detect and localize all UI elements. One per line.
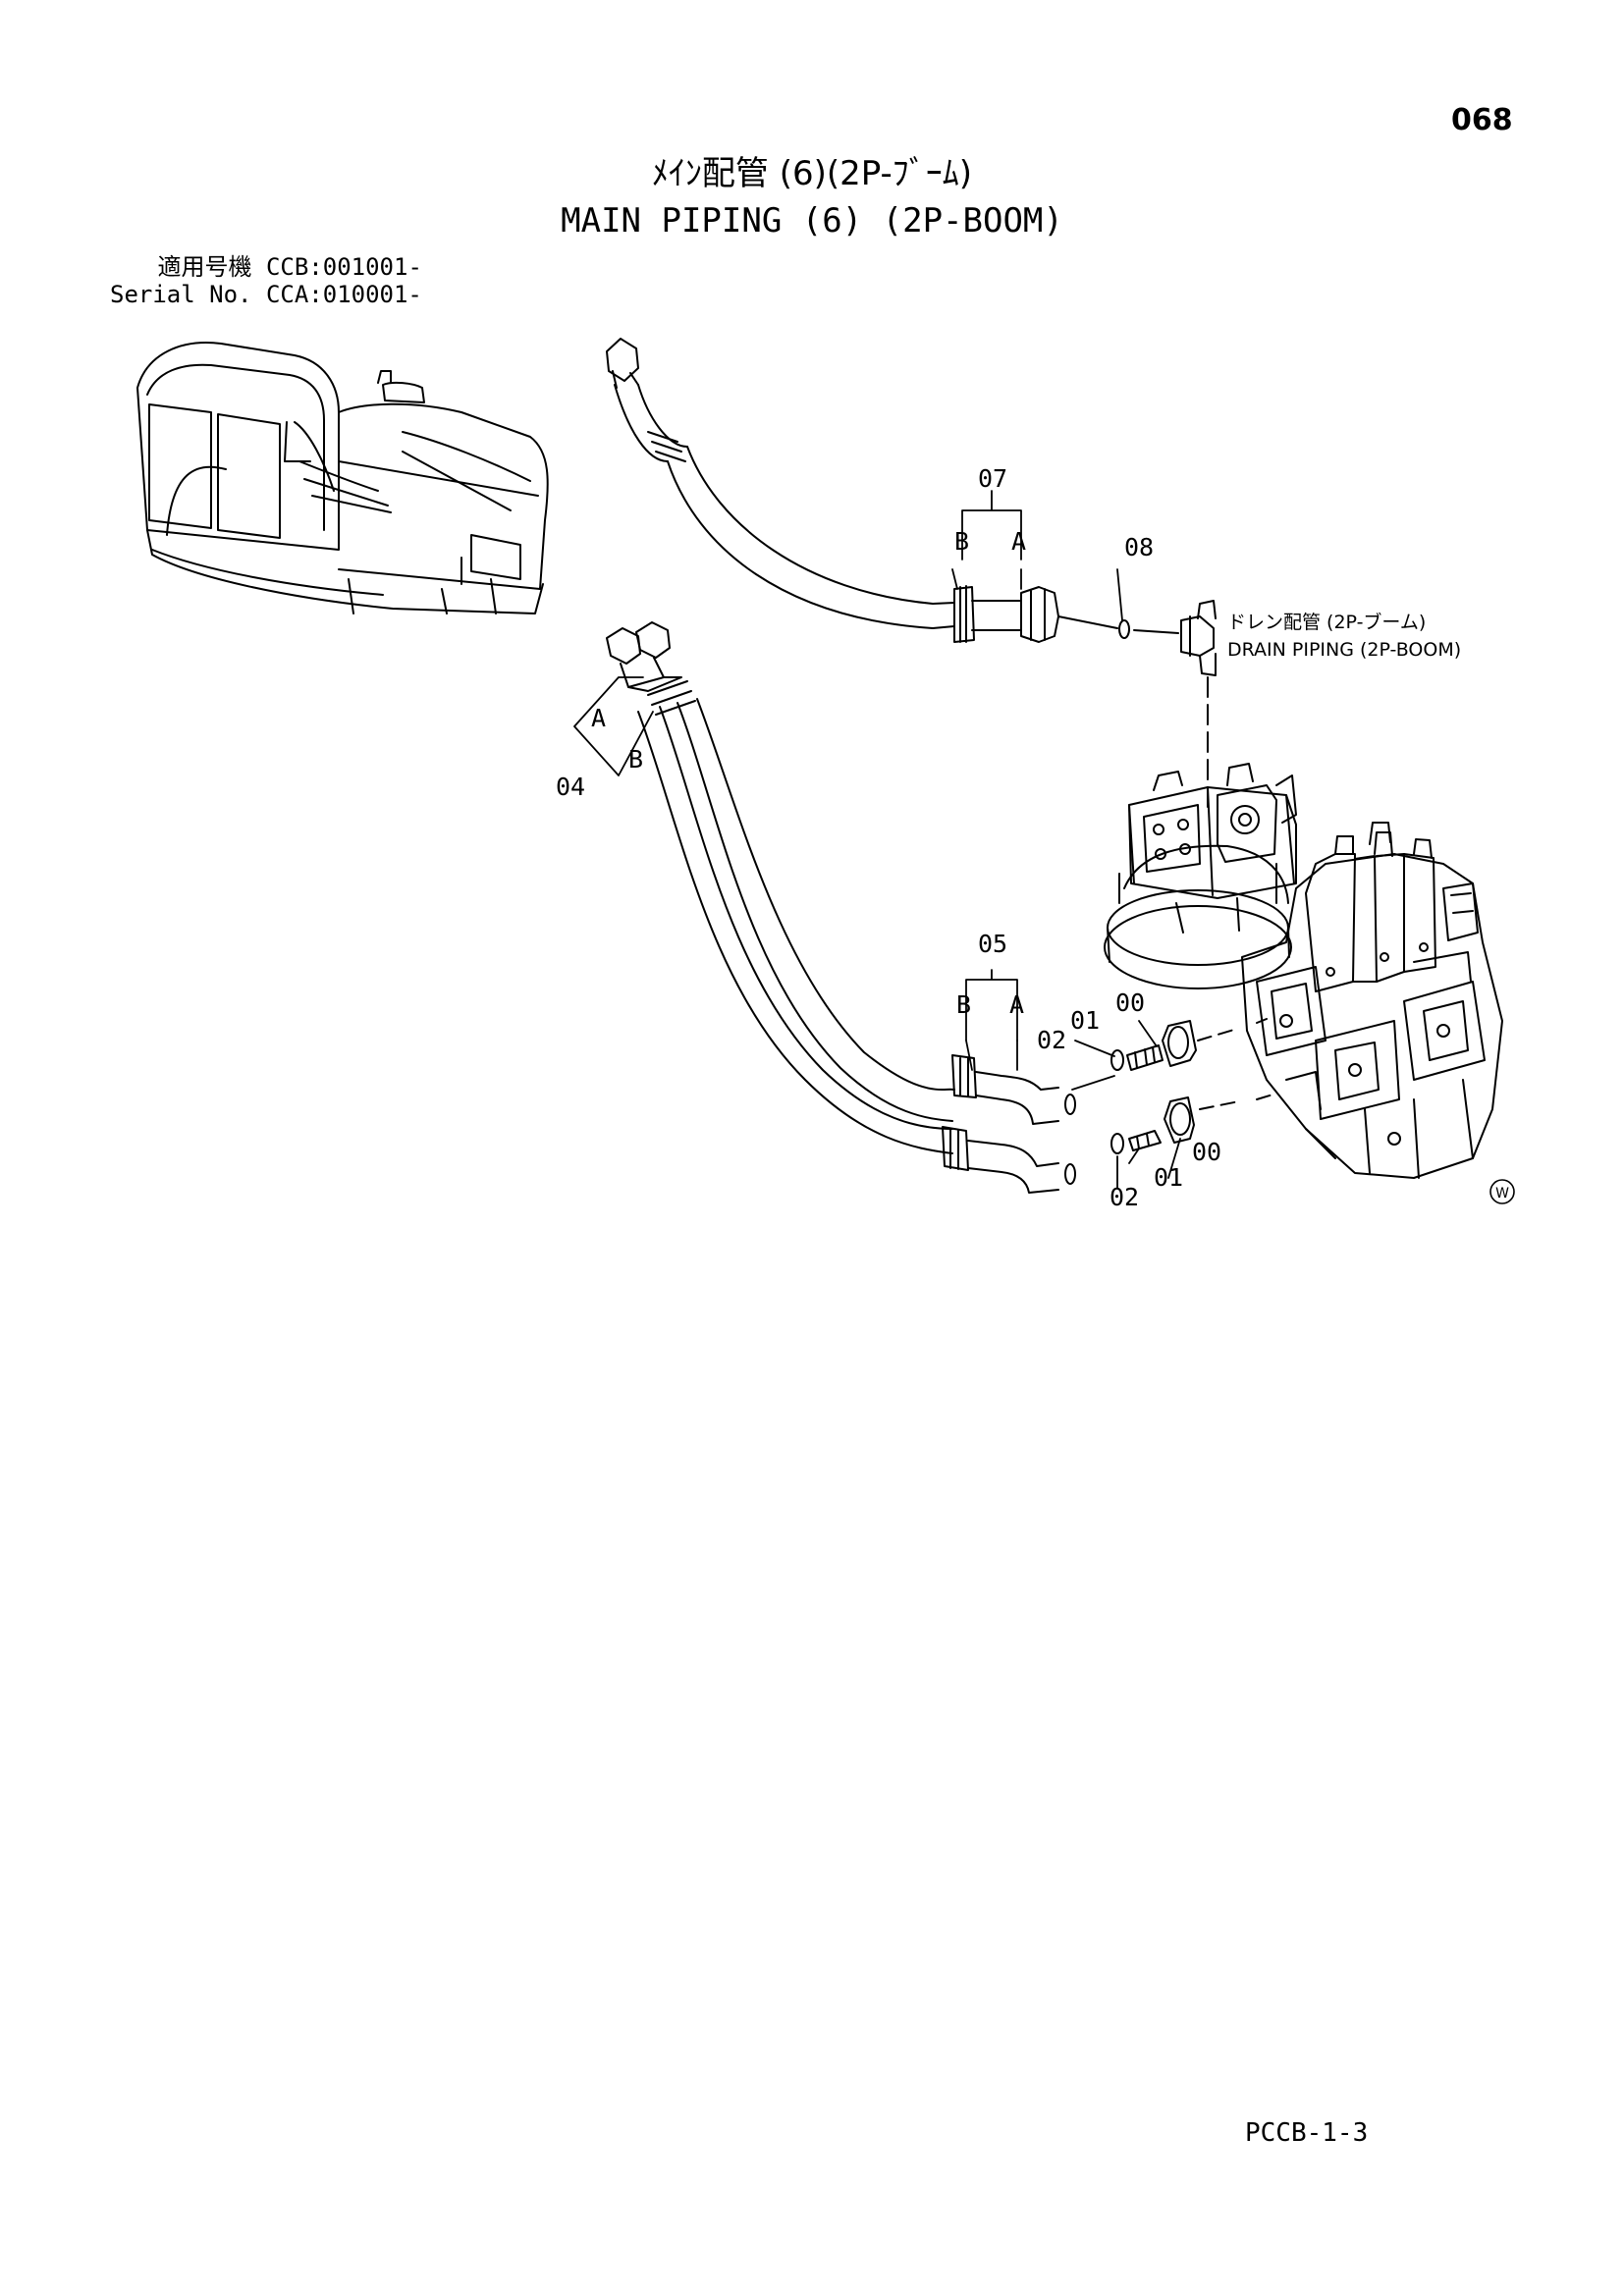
- callout-00-lower: 00: [1192, 1138, 1221, 1166]
- hose-07: [606, 338, 1217, 676]
- callout-05: 05: [978, 930, 1007, 958]
- serial-applicability: 適用号機 CCB:001001- Serial No. CCA:010001-: [110, 253, 422, 308]
- callout-02-lower: 02: [1110, 1183, 1139, 1211]
- callout-01-upper: 01: [1070, 1006, 1100, 1035]
- marker-letter: W: [1495, 1186, 1509, 1201]
- serial-line-en: Serial No. CCA:010001-: [110, 281, 422, 308]
- drain-piping-label-jp: ドレン配管 (2P-ブーム): [1227, 611, 1426, 633]
- serial-line-jp: 適用号機 CCB:001001-: [157, 253, 422, 281]
- hoses-04-05: [606, 621, 1076, 1194]
- swing-motor-illustration: [1104, 763, 1297, 989]
- flange-fittings: [1110, 1018, 1277, 1154]
- callout-brackets: [573, 490, 1181, 1189]
- circled-w-marker: W: [1489, 1179, 1515, 1204]
- callout-04: 04: [556, 773, 585, 801]
- callout-04-a: A: [591, 704, 606, 732]
- footer-page-code: PCCB-1-3: [1245, 2118, 1369, 2148]
- callout-07-a: A: [1011, 527, 1026, 556]
- drain-piping-label-en: DRAIN PIPING (2P-BOOM): [1227, 639, 1461, 661]
- page-title-japanese: ﾒｲﾝ配管 (6)(2P-ﾌﾞｰﾑ): [651, 154, 973, 193]
- callout-07: 07: [978, 464, 1007, 493]
- callout-05-a: A: [1009, 990, 1024, 1019]
- callout-08: 08: [1124, 533, 1154, 561]
- callout-00-upper: 00: [1115, 988, 1145, 1017]
- control-valve-illustration: [1241, 822, 1503, 1179]
- callout-05-b: B: [956, 990, 971, 1019]
- excavator-overview-illustration: [136, 342, 549, 614]
- callout-07-b: B: [954, 527, 969, 556]
- callout-04-b: B: [628, 745, 643, 774]
- page-title-english: MAIN PIPING (6) (2P-BOOM): [561, 201, 1063, 240]
- callout-02-upper: 02: [1037, 1026, 1066, 1054]
- page-number: 068: [1451, 103, 1513, 137]
- callout-01-lower: 01: [1154, 1163, 1183, 1192]
